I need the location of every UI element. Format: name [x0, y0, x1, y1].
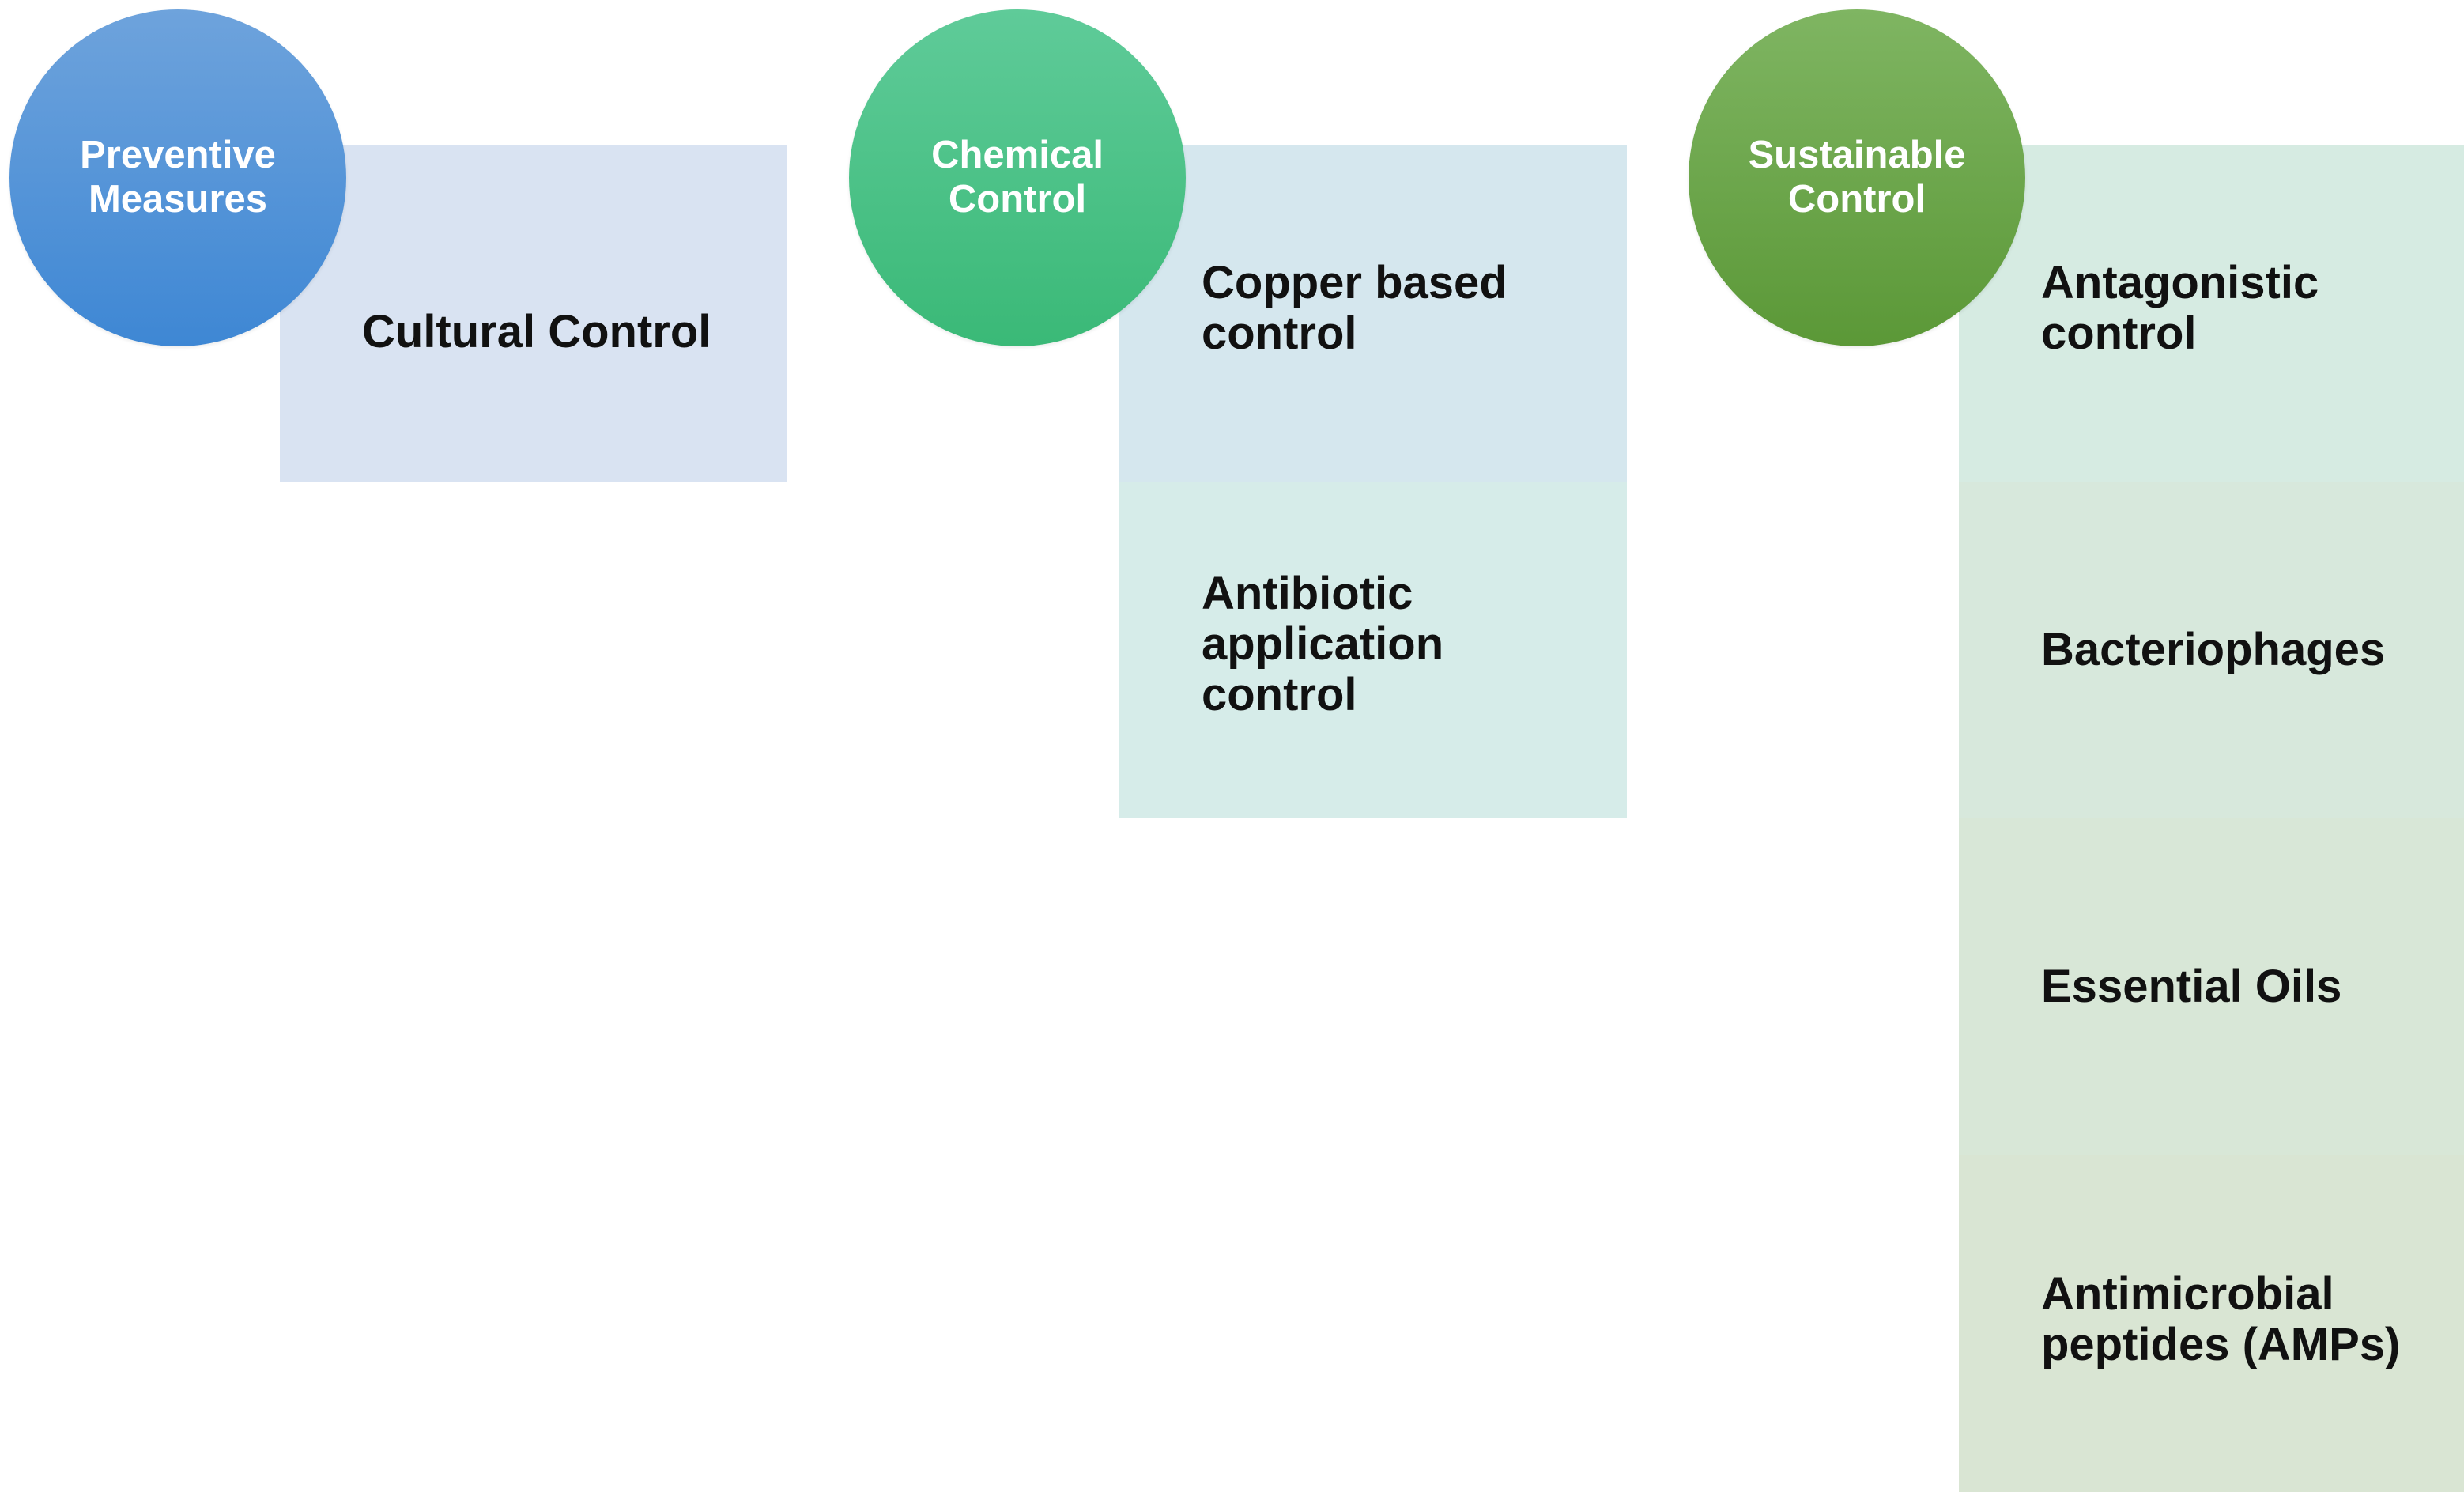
category-title: Chemical Control [931, 134, 1104, 221]
item-label: Copper based control [1202, 257, 1507, 359]
item-label: Antibiotic application control [1202, 568, 1444, 720]
items-column: Antagonistic control Bacteriophages Esse… [1959, 145, 2464, 1492]
item-box: Copper based control [1119, 145, 1627, 482]
item-box: Essential Oils [1959, 818, 2464, 1155]
items-column: Cultural Control [280, 145, 787, 482]
item-box: Bacteriophages [1959, 482, 2464, 818]
item-label: Cultural Control [362, 306, 711, 357]
group-chemical-control: Copper based control Antibiotic applicat… [840, 0, 1677, 1496]
category-title: Preventive Measures [80, 134, 276, 221]
item-box: Antimicrobial peptides (AMPs) [1959, 1155, 2464, 1492]
category-circle: Preventive Measures [9, 9, 346, 346]
category-title: Sustainable Control [1748, 134, 1966, 221]
item-box: Antagonistic control [1959, 145, 2464, 482]
category-circle: Chemical Control [849, 9, 1186, 346]
items-column: Copper based control Antibiotic applicat… [1119, 145, 1627, 818]
item-box: Antibiotic application control [1119, 482, 1627, 818]
item-label: Antimicrobial peptides (AMPs) [2041, 1268, 2401, 1370]
category-circle: Sustainable Control [1689, 9, 2025, 346]
item-label: Bacteriophages [2041, 624, 2386, 675]
item-label: Essential Oils [2041, 961, 2342, 1012]
group-sustainable-control: Antagonistic control Bacteriophages Esse… [1679, 0, 2464, 1496]
item-box: Cultural Control [280, 145, 787, 482]
group-preventive-measures: Cultural Control Preventive Measures [0, 0, 838, 1496]
item-label: Antagonistic control [2041, 257, 2319, 359]
